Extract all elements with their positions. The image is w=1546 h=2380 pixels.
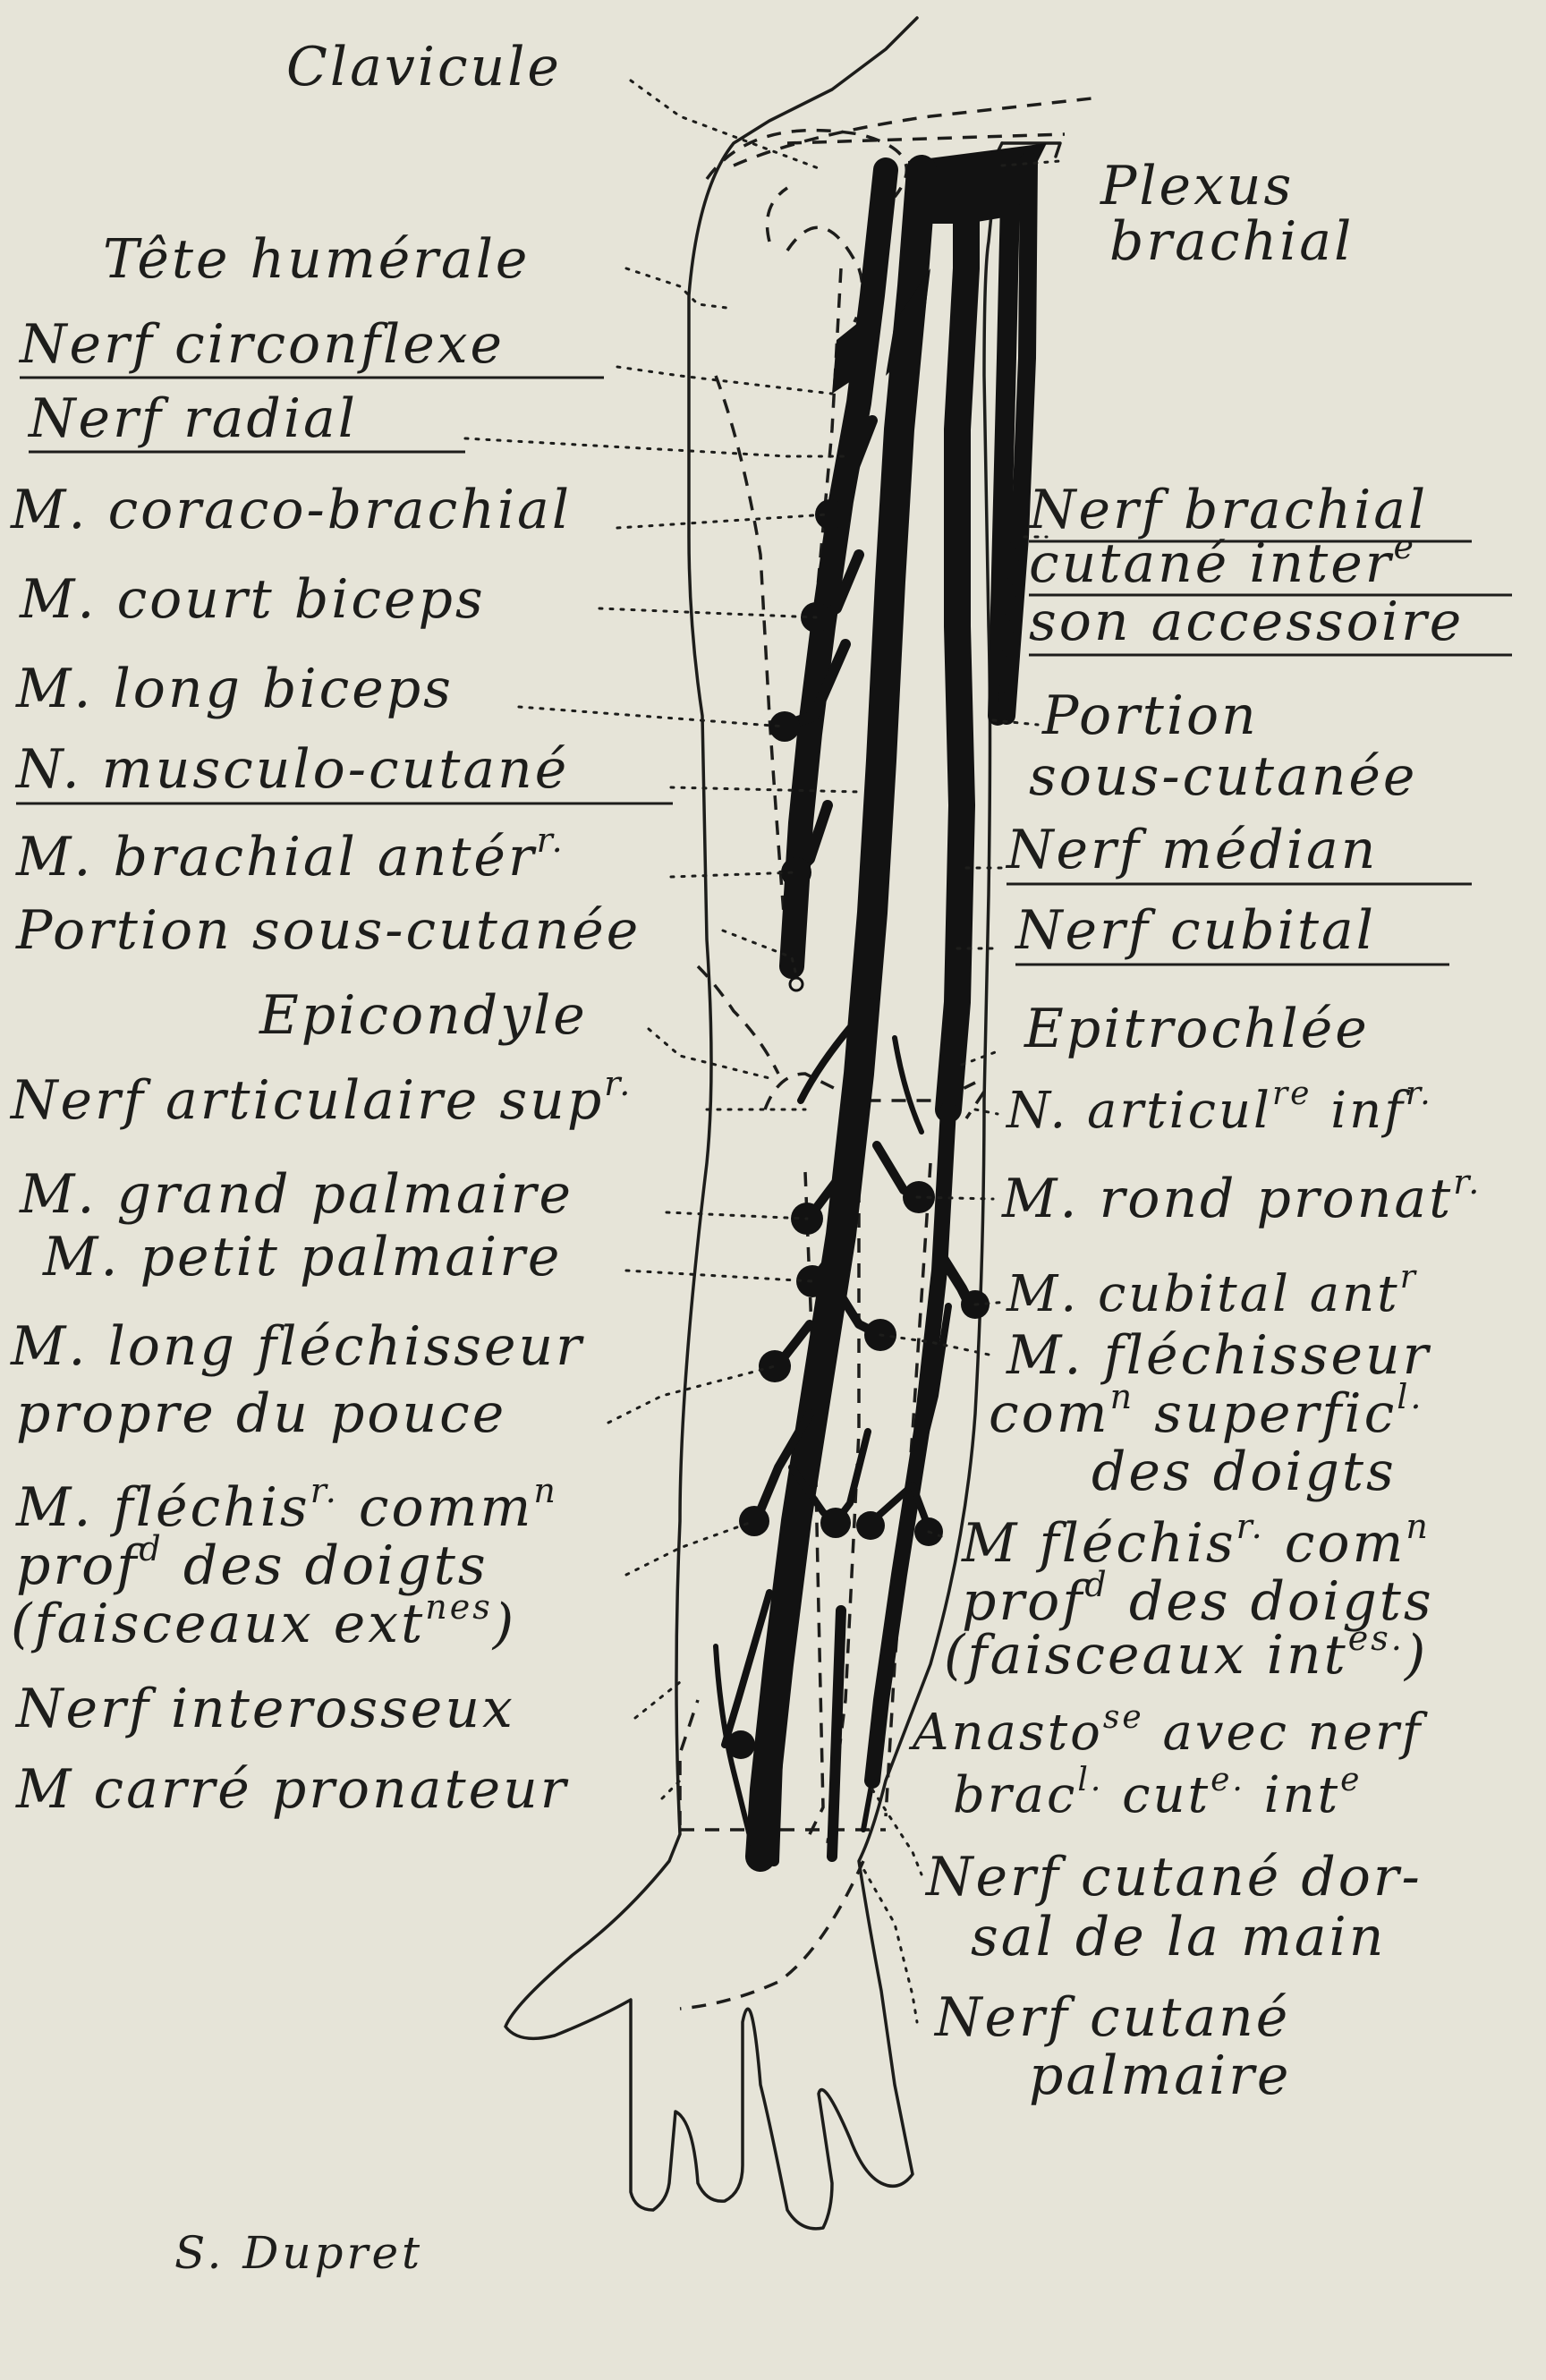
label-m-flechisseur-sup-3: des doigts <box>1092 1441 1397 1503</box>
label-nerf-cutane-palmaire-2: palmaire <box>1029 2044 1291 2107</box>
label-m-flechis-int-3: (faisceaux intes.) <box>944 1619 1428 1687</box>
label-nerf-cubital: Nerf cubital <box>1014 899 1376 962</box>
label-tete-humerale: Tête humérale <box>103 228 530 291</box>
label-nerf-articulaire-sup: Nerf articulaire supr. <box>9 1064 633 1132</box>
label-m-long-flechisseur-1: M. long fléchisseur <box>10 1315 584 1378</box>
label-epicondyle: Epicondyle <box>259 984 588 1047</box>
label-clavicule: Clavicule <box>286 36 562 98</box>
label-nerf-circonflexe: Nerf circonflexe <box>18 313 505 376</box>
label-m-flechisseur-sup-2: comn superficl. <box>989 1377 1423 1445</box>
label-nerf-interosseux: Nerf interosseux <box>14 1678 515 1740</box>
label-m-flechis-int-1: M fléchisr. comn <box>961 1507 1431 1575</box>
label-plexus-1: Plexus <box>1100 155 1294 217</box>
label-n-musculo-cutane: N. musculo-cutané <box>14 738 569 801</box>
left-labels: Clavicule Tête humérale Nerf circonflexe… <box>9 36 673 1821</box>
label-n-articul-inf: N. articulre infr. <box>1005 1075 1433 1140</box>
label-m-petit-palmaire: M. petit palmaire <box>42 1226 562 1288</box>
label-plexus-2: brachial <box>1109 210 1354 273</box>
label-nerf-cutane-dorsal-2: sal de la main <box>971 1906 1386 1968</box>
label-anastose-2: bracl. cute. inte <box>953 1762 1362 1824</box>
artist-signature: S. Dupret <box>174 2227 423 2279</box>
label-m-flechis-ext-1: M. fléchisr. commn <box>15 1471 558 1539</box>
label-nerf-brachial-3: son accessoire <box>1029 591 1464 653</box>
label-nerf-cutane-dorsal-1: Nerf cutané dor- <box>924 1846 1423 1908</box>
label-nerf-radial: Nerf radial <box>27 387 358 450</box>
label-portion-right-2: sous-cutanée <box>1029 745 1417 808</box>
label-m-long-flechisseur-2: propre du pouce <box>16 1382 506 1445</box>
label-m-brachial-anter: M. brachial antérr. <box>15 820 565 888</box>
label-m-carre-pronateur: M carré pronateur <box>15 1758 569 1821</box>
label-portion-sous-cutanee-left: Portion sous-cutanée <box>15 899 641 962</box>
label-nerf-cutane-palmaire-1: Nerf cutané <box>933 1986 1290 2049</box>
label-m-coraco-brachial: M. coraco-brachial <box>10 479 572 541</box>
label-nerf-median: Nerf médian <box>1005 819 1378 881</box>
label-epitrochlee: Epitrochlée <box>1024 998 1370 1060</box>
label-m-flechis-ext-3: (faisceaux extnes) <box>11 1587 516 1655</box>
label-nerf-brachial-2: cutané intere <box>1029 527 1416 595</box>
label-m-rond-pronat: M. rond pronatr. <box>1001 1162 1482 1230</box>
label-portion-right-1: Portion <box>1041 684 1259 747</box>
label-anastose-1: Anastose avec nerf <box>908 1699 1429 1762</box>
label-m-flechis-ext-2: profd des doigts <box>16 1529 488 1597</box>
label-m-court-biceps: M. court biceps <box>19 568 486 631</box>
label-m-flechisseur-sup-1: M. fléchisseur <box>1006 1324 1431 1387</box>
label-m-cubital-ant: M. cubital antr <box>1006 1259 1418 1323</box>
label-m-grand-palmaire: M. grand palmaire <box>19 1163 573 1226</box>
label-m-long-biceps: M. long biceps <box>15 658 454 720</box>
